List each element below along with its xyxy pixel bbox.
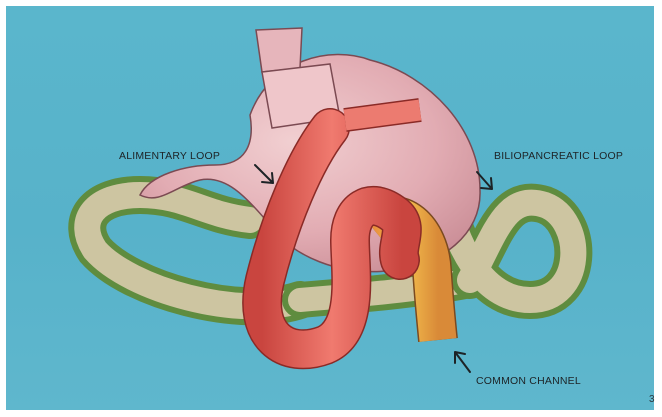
biliopancreatic-loop-label: BILIOPANCREATIC LOOP <box>494 150 623 162</box>
common-channel-arrow-icon <box>455 352 470 372</box>
alimentary-loop-label: ALIMENTARY LOOP <box>119 150 220 162</box>
common-channel-label: COMMON CHANNEL <box>476 375 581 387</box>
page-number: 3 <box>649 394 655 405</box>
